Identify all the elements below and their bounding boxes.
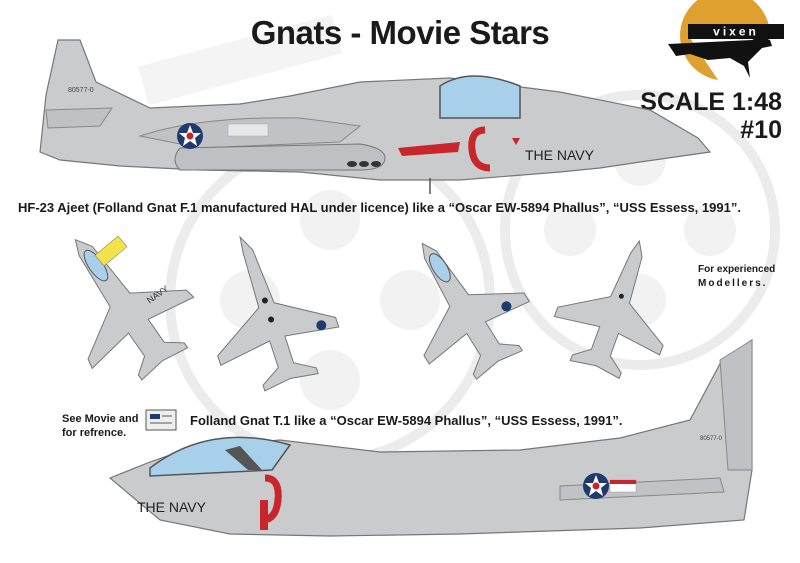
experienced-note-line1: For experienced <box>698 264 776 275</box>
bottom-navy-marking: THE NAVY <box>137 499 207 515</box>
bottom-serial: 80577-0 <box>700 436 723 442</box>
top-serial: 80577-0 <box>68 87 94 94</box>
sheet-title: Gnats - Movie Stars <box>250 14 550 51</box>
plan-view-4 <box>553 239 664 380</box>
top-navy-marking: THE NAVY <box>525 147 595 163</box>
plan-view-3 <box>421 242 531 381</box>
see-movie-note-line2: for refrence. <box>62 427 127 439</box>
see-movie-note-line1: See Movie and <box>62 413 139 425</box>
plan-view-2 <box>217 235 340 392</box>
experienced-note-line2: Modellers. <box>698 278 768 289</box>
warning-label <box>94 235 128 267</box>
sheet-number: #10 <box>740 116 782 144</box>
description-ajeet: HF-23 Ajeet (Folland Gnat F.1 manufactur… <box>18 200 741 215</box>
description-gnat-t1: Folland Gnat T.1 like a “Oscar EW-5894 P… <box>190 413 623 428</box>
scale-label: SCALE 1:48 <box>640 88 782 116</box>
brand-name: vixen <box>713 25 759 39</box>
